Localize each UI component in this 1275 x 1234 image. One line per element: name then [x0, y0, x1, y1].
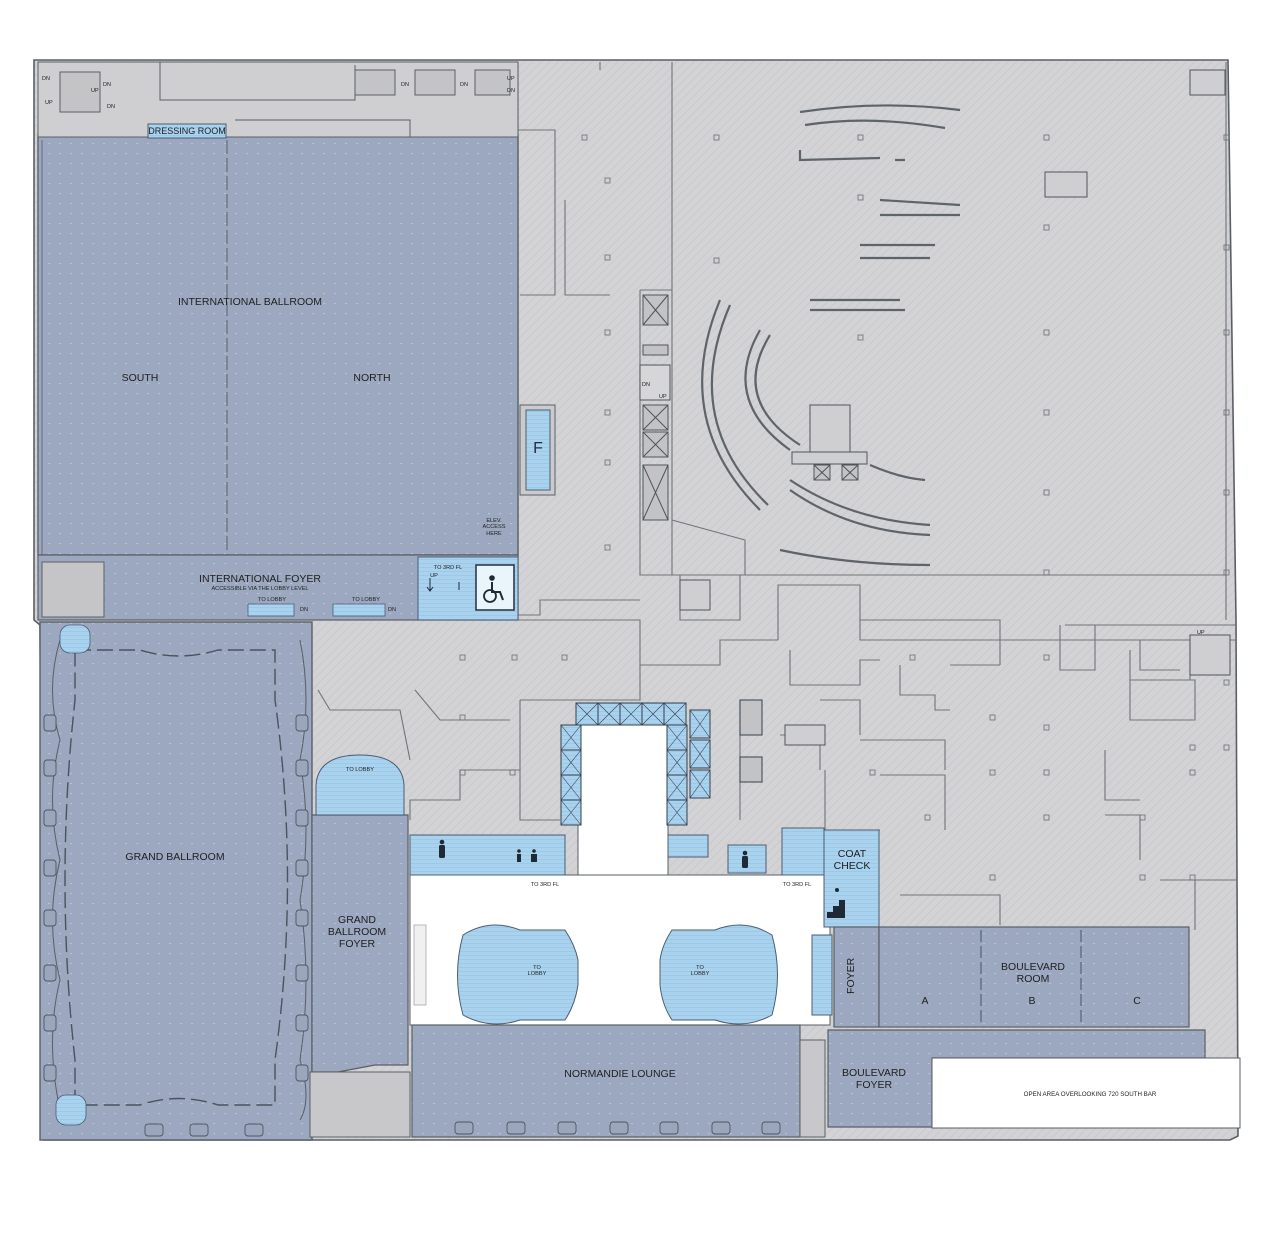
boulevard-foyer-label[interactable]: BOULEVARD FOYER — [842, 1067, 906, 1091]
freight-lift-label: F — [533, 440, 543, 457]
international-ballroom-area — [37, 134, 519, 556]
to-3rd-fl-right-note: TO 3RD FL — [782, 882, 812, 888]
svg-text:UP: UP — [507, 76, 515, 82]
normandie-lounge-label[interactable]: NORMANDIE LOUNGE — [564, 1068, 676, 1080]
grand-ballroom-label[interactable]: GRAND BALLROOM — [125, 851, 225, 863]
service-elevator-bank — [639, 69, 1231, 746]
elevator-icon — [426, 578, 460, 592]
dressing-room[interactable] — [147, 123, 227, 139]
svg-text:UP: UP — [91, 88, 99, 94]
svg-text:UP: UP — [45, 100, 53, 106]
to-lobby-stair-right: TO LOBBY — [690, 965, 710, 978]
international-foyer-area — [37, 554, 519, 621]
stairs-icon — [827, 888, 845, 918]
boulevard-room-a-label[interactable]: A — [921, 995, 929, 1007]
grand-ballroom-foyer-label[interactable]: GRAND BALLROOM FOYER — [327, 914, 387, 950]
to-3rd-fl-elevator-note: TO 3RD FL — [433, 565, 463, 571]
international-foyer-label[interactable]: INTERNATIONAL FOYER — [199, 573, 321, 585]
service-stair-labels: DN UP UP — [642, 382, 1205, 636]
freight-lift-car — [525, 409, 551, 491]
grand-ballroom-foyer-area — [309, 754, 411, 1138]
curved-ramps — [701, 104, 961, 567]
up-elevator-note: UP — [430, 573, 438, 579]
grand-ballroom-area — [39, 621, 313, 1141]
international-ballroom-north-label[interactable]: NORTH — [353, 372, 391, 384]
to-lobby-stair-foyer: TO LOBBY — [346, 767, 374, 773]
svg-text:UP: UP — [659, 394, 667, 400]
boulevard-room-label[interactable]: BOULEVARD ROOM — [1001, 961, 1065, 985]
to-lobby-stair-left: TO LOBBY — [527, 965, 547, 978]
boulevard-area — [827, 926, 1241, 1129]
elevator-cross-marks — [560, 702, 711, 826]
wheelchair-icon — [483, 575, 504, 603]
dressing-room-label[interactable]: DRESSING ROOM — [148, 126, 226, 136]
to-lobby-escalator-2: TO LOBBY — [352, 597, 380, 603]
foyer-label[interactable]: FOYER — [845, 957, 858, 994]
normandie-wall-bumps — [454, 1121, 781, 1135]
central-lobby-area — [409, 724, 880, 1026]
international-foyer-note: ACCESSIBLE VIA THE LOBBY LEVEL — [211, 586, 309, 592]
to-lobby-escalator-1: TO LOBBY — [258, 597, 286, 603]
svg-text:DN: DN — [103, 82, 111, 88]
dn-escalator-1: DN — [299, 607, 309, 613]
svg-text:DN: DN — [107, 104, 115, 110]
restroom-icon — [439, 839, 748, 868]
elev-access-note: ELEV. ACCESS HERE — [482, 518, 506, 537]
open-area-label: OPEN AREA OVERLOOKING 720 SOUTH BAR — [1023, 1091, 1157, 1098]
svg-text:DN: DN — [507, 88, 515, 94]
normandie-lounge-area — [411, 1024, 826, 1138]
ballroom-back-stair-labels: DN DN UP UP DN DN DN UP DN — [42, 76, 515, 110]
boulevard-room-b-label[interactable]: B — [1028, 995, 1036, 1007]
grand-ballroom-wall-bumps — [43, 714, 309, 1137]
to-3rd-fl-left-note: TO 3RD FL — [530, 882, 560, 888]
international-ballroom-south-label[interactable]: SOUTH — [121, 372, 159, 384]
dn-escalator-2: DN — [387, 607, 397, 613]
ballroom-back-strip — [37, 61, 519, 138]
svg-text:DN: DN — [642, 382, 650, 388]
coat-check-label[interactable]: COAT CHECK — [833, 848, 871, 872]
svg-text:UP: UP — [1197, 630, 1205, 636]
svg-text:DN: DN — [42, 76, 50, 82]
svg-text:DN: DN — [460, 82, 468, 88]
international-ballroom-label[interactable]: INTERNATIONAL BALLROOM — [177, 296, 323, 308]
svg-text:DN: DN — [401, 82, 409, 88]
boulevard-room-c-label[interactable]: C — [1133, 995, 1141, 1007]
column-grid — [459, 134, 1230, 881]
